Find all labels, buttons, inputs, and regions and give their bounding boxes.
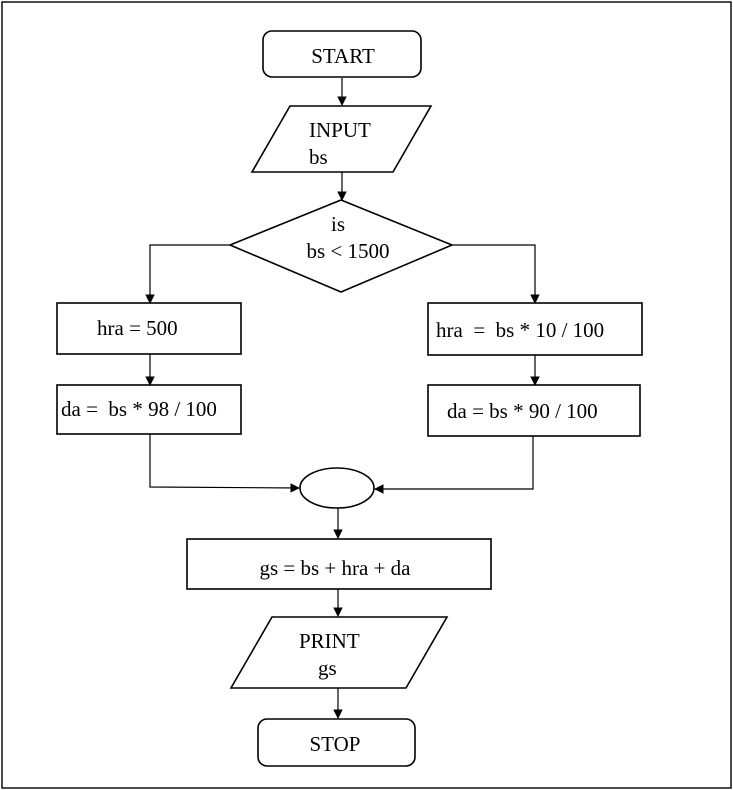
gross-label: gs = bs + hra + da <box>259 556 411 580</box>
print-label: PRINT <box>299 629 360 653</box>
right-hra-box <box>427 302 643 356</box>
gross-box <box>186 538 492 590</box>
decision-condition: bs < 1500 <box>306 239 389 263</box>
print-variable: gs <box>318 656 337 680</box>
input-label: INPUT <box>309 118 371 142</box>
start-terminal: START <box>262 30 422 78</box>
gross-process: gs = bs + hra + da <box>186 538 492 590</box>
right-hra-label: hra = bs * 10 / 100 <box>436 318 604 342</box>
connector-lines <box>145 78 540 719</box>
junction-connector <box>299 467 375 509</box>
left-hra-box <box>56 302 242 355</box>
left-da-process: da = bs * 98 / 100 <box>56 384 242 435</box>
arrow-decision-to-right <box>452 244 540 304</box>
right-da-process: da = bs * 90 / 100 <box>427 384 641 437</box>
stop-shape <box>257 718 416 767</box>
stop-label: STOP <box>310 732 361 756</box>
decision-label-line1: is <box>331 212 345 236</box>
start-shape <box>262 30 422 78</box>
start-label: START <box>311 44 375 68</box>
left-da-box <box>56 384 242 435</box>
decision-shape <box>227 199 455 293</box>
right-da-box <box>427 384 641 437</box>
decision-node: is bs < 1500 <box>227 199 455 293</box>
arrow-left-to-junction <box>149 434 300 493</box>
left-da-label: da = bs * 98 / 100 <box>61 397 217 421</box>
arrow-decision-to-left <box>145 244 230 304</box>
input-shape <box>250 105 433 173</box>
arrow-right-to-junction <box>374 436 534 494</box>
left-hra-label: hra = 500 <box>97 316 178 340</box>
print-node: PRINT gs <box>229 616 449 689</box>
input-variable: bs <box>309 145 328 169</box>
input-node: INPUT bs <box>250 105 433 173</box>
right-hra-process: hra = bs * 10 / 100 <box>427 302 643 356</box>
print-shape <box>229 616 449 689</box>
right-da-label: da = bs * 90 / 100 <box>447 399 598 423</box>
stop-terminal: STOP <box>257 718 416 767</box>
left-hra-process: hra = 500 <box>56 302 242 355</box>
